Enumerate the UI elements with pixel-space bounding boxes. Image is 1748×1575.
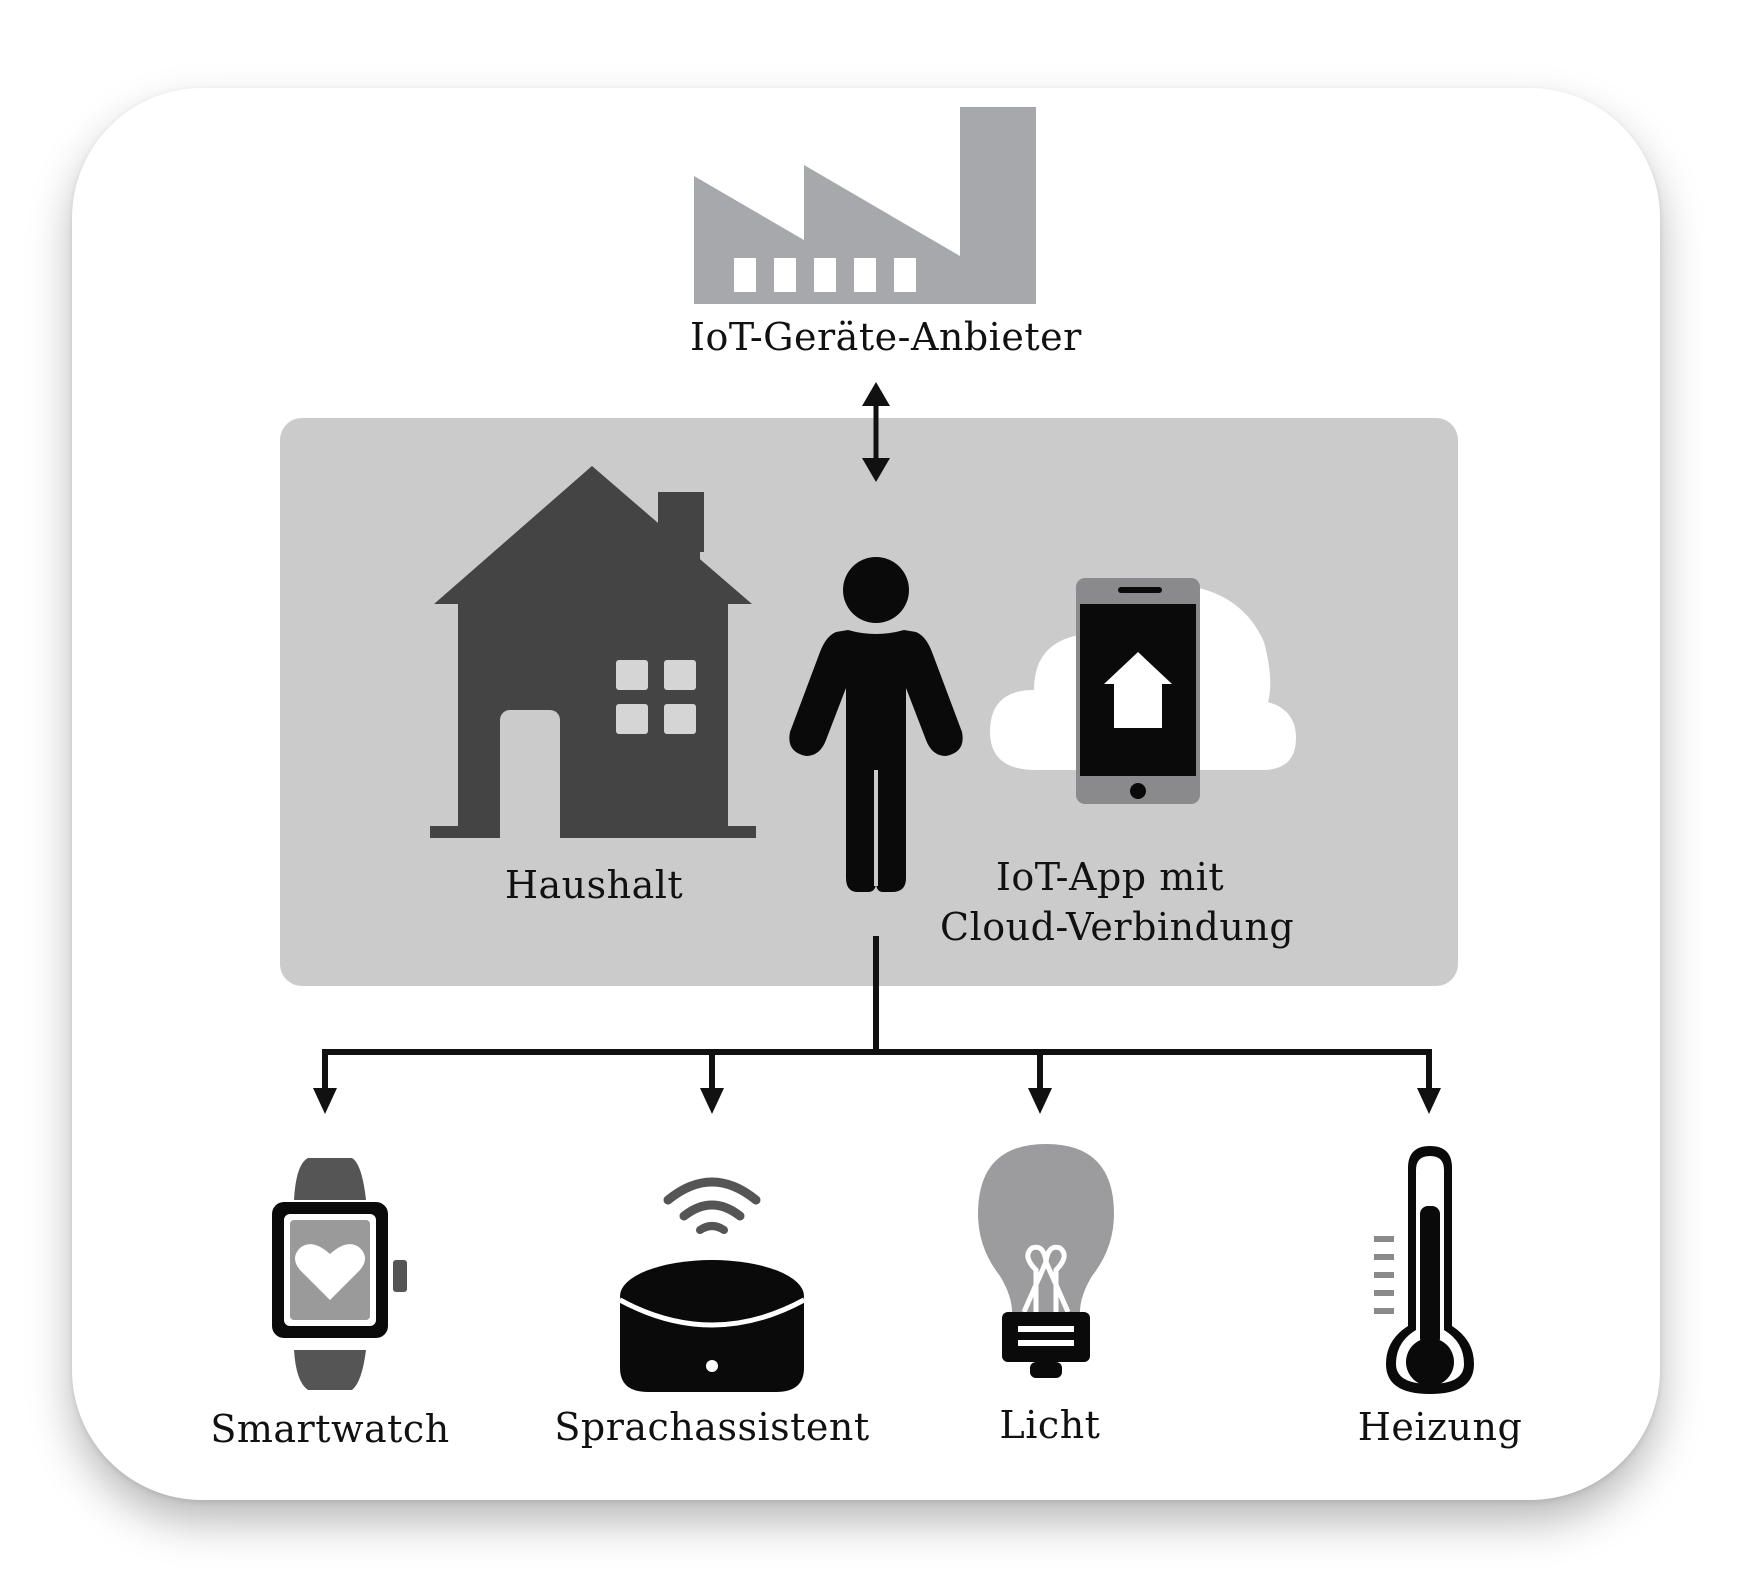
person-icon [789,557,963,892]
thermometer-icon [1374,1146,1474,1394]
factory-icon [694,107,1036,304]
smartphone-cloud-icon [990,578,1296,804]
distribution-arrows [313,936,1441,1114]
smartwatch-icon [272,1158,407,1390]
device-label-smartwatch: Smartwatch [210,1407,450,1451]
bidirectional-arrow [862,382,890,482]
device-label-licht: Licht [999,1403,1101,1447]
smart-speaker-icon [618,1177,806,1392]
app-label-line2: Cloud-Verbindung [940,905,1295,949]
house-icon [430,466,756,838]
device-label-sprachassistent: Sprachassistent [554,1405,870,1449]
provider-label: IoT-Geräte-Anbieter [690,315,1082,359]
app-label-line1: IoT-App mit [995,855,1225,899]
household-label: Haushalt [504,863,684,907]
light-bulb-icon [978,1144,1114,1378]
device-label-heizung: Heizung [1357,1405,1523,1449]
